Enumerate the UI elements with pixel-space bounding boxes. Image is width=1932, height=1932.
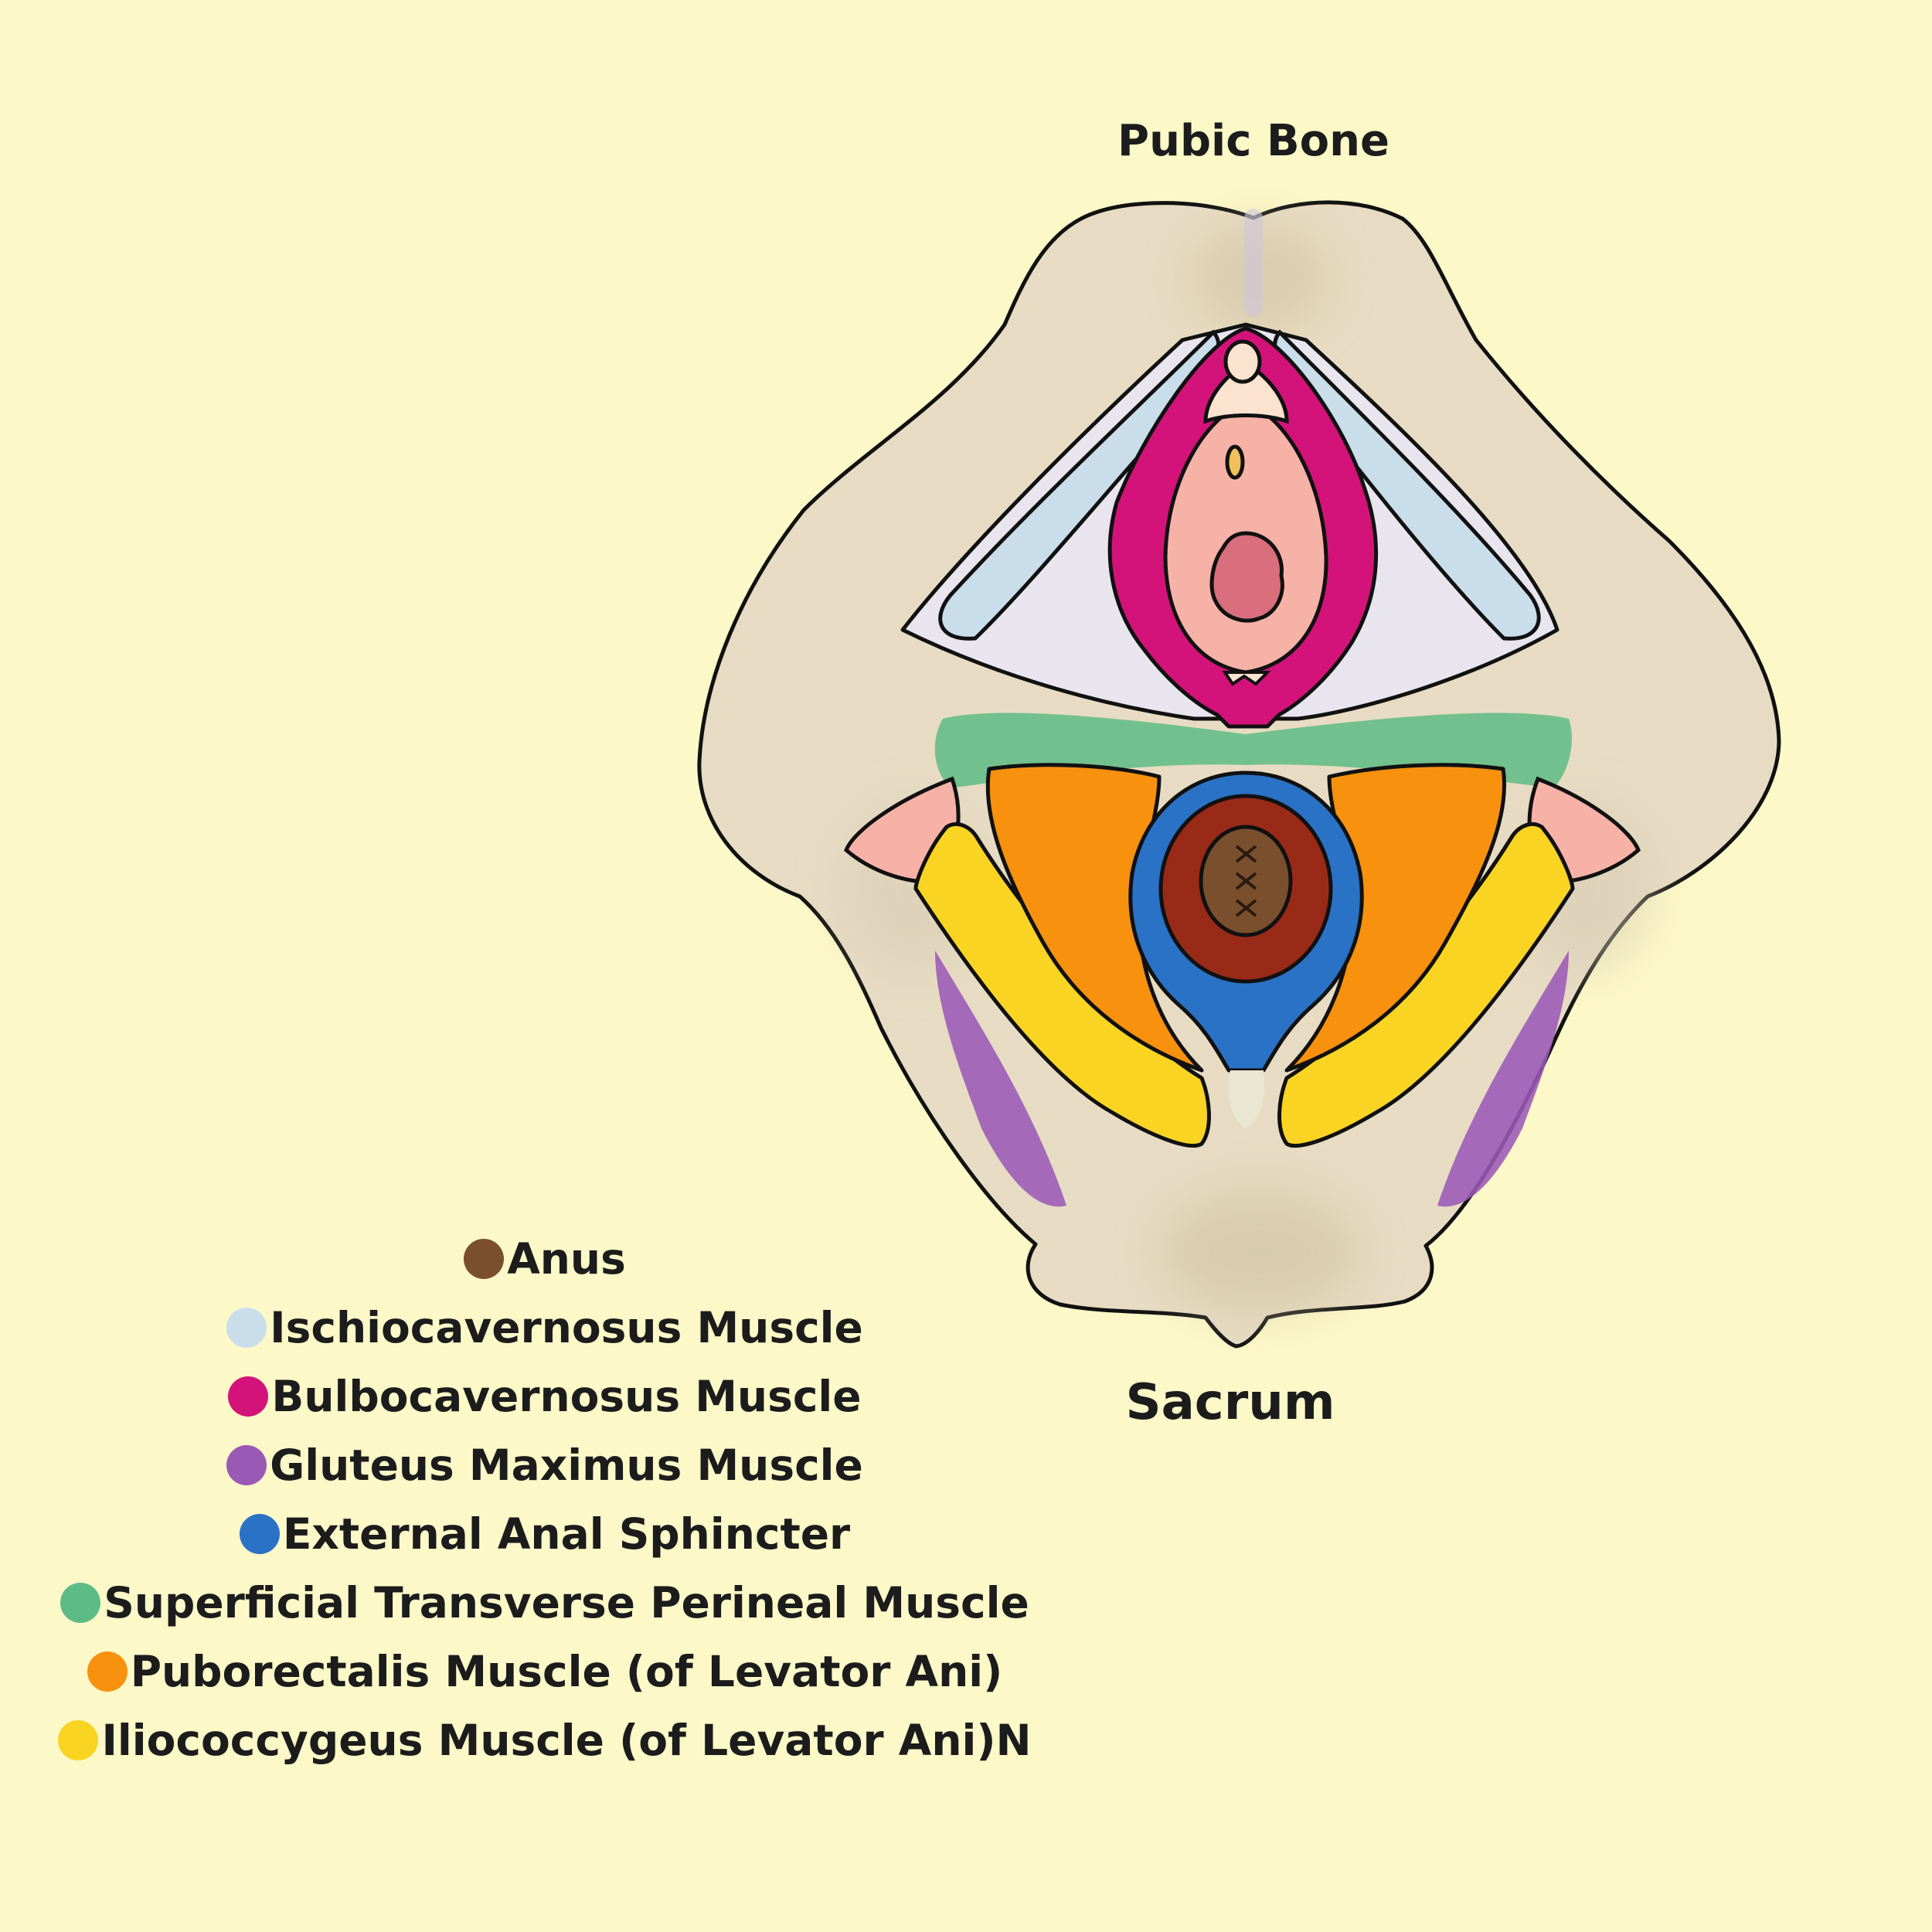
pubic-symphysis xyxy=(1244,209,1263,317)
vaginal-opening xyxy=(1212,533,1282,621)
legend-swatch xyxy=(226,1308,267,1348)
legend-label: Ischiocavernosus Muscle xyxy=(270,1303,863,1352)
legend-label: Iliococcygeus Muscle (of Levator Ani)N xyxy=(101,1716,1031,1765)
legend-swatch xyxy=(226,1445,267,1485)
legend-label: Puborectalis Muscle (of Levator Ani) xyxy=(131,1647,1003,1696)
legend-label: Superficial Transverse Perineal Muscle xyxy=(104,1578,1029,1628)
legend-swatch xyxy=(60,1583,100,1623)
clitoris xyxy=(1226,342,1260,382)
legend-item-puborectalis: Puborectalis Muscle (of Levator Ani) xyxy=(87,1637,1003,1706)
sacrum-label: Sacrum xyxy=(1125,1374,1335,1431)
legend-item-gluteus-maximus: Gluteus Maximus Muscle xyxy=(226,1430,863,1499)
legend-item-external-anal-sphincter: External Anal Sphincter xyxy=(240,1499,850,1568)
legend-swatch xyxy=(87,1651,128,1692)
legend-label: Gluteus Maximus Muscle xyxy=(270,1440,863,1490)
legend: Anus Ischiocavernosus Muscle Bulbocavern… xyxy=(0,1224,1090,1774)
legend-swatch xyxy=(464,1239,504,1279)
legend-label: External Anal Sphincter xyxy=(283,1509,850,1559)
legend-label: Bulbocavernosus Muscle xyxy=(271,1372,861,1421)
legend-label: Anus xyxy=(507,1234,626,1284)
legend-item-bulbocavernosus: Bulbocavernosus Muscle xyxy=(228,1362,861,1430)
pubic-bone-label: Pubic Bone xyxy=(1117,116,1389,166)
legend-swatch xyxy=(228,1376,268,1417)
urethral-opening xyxy=(1227,447,1243,478)
legend-swatch xyxy=(240,1514,280,1554)
legend-item-anus: Anus xyxy=(464,1224,626,1293)
legend-item-iliococcygeus: Iliococcygeus Muscle (of Levator Ani)N xyxy=(58,1706,1031,1774)
legend-item-superficial-transverse-perineal: Superficial Transverse Perineal Muscle xyxy=(60,1568,1029,1637)
legend-swatch xyxy=(58,1720,98,1760)
legend-item-ischiocavernosus: Ischiocavernosus Muscle xyxy=(226,1293,863,1362)
